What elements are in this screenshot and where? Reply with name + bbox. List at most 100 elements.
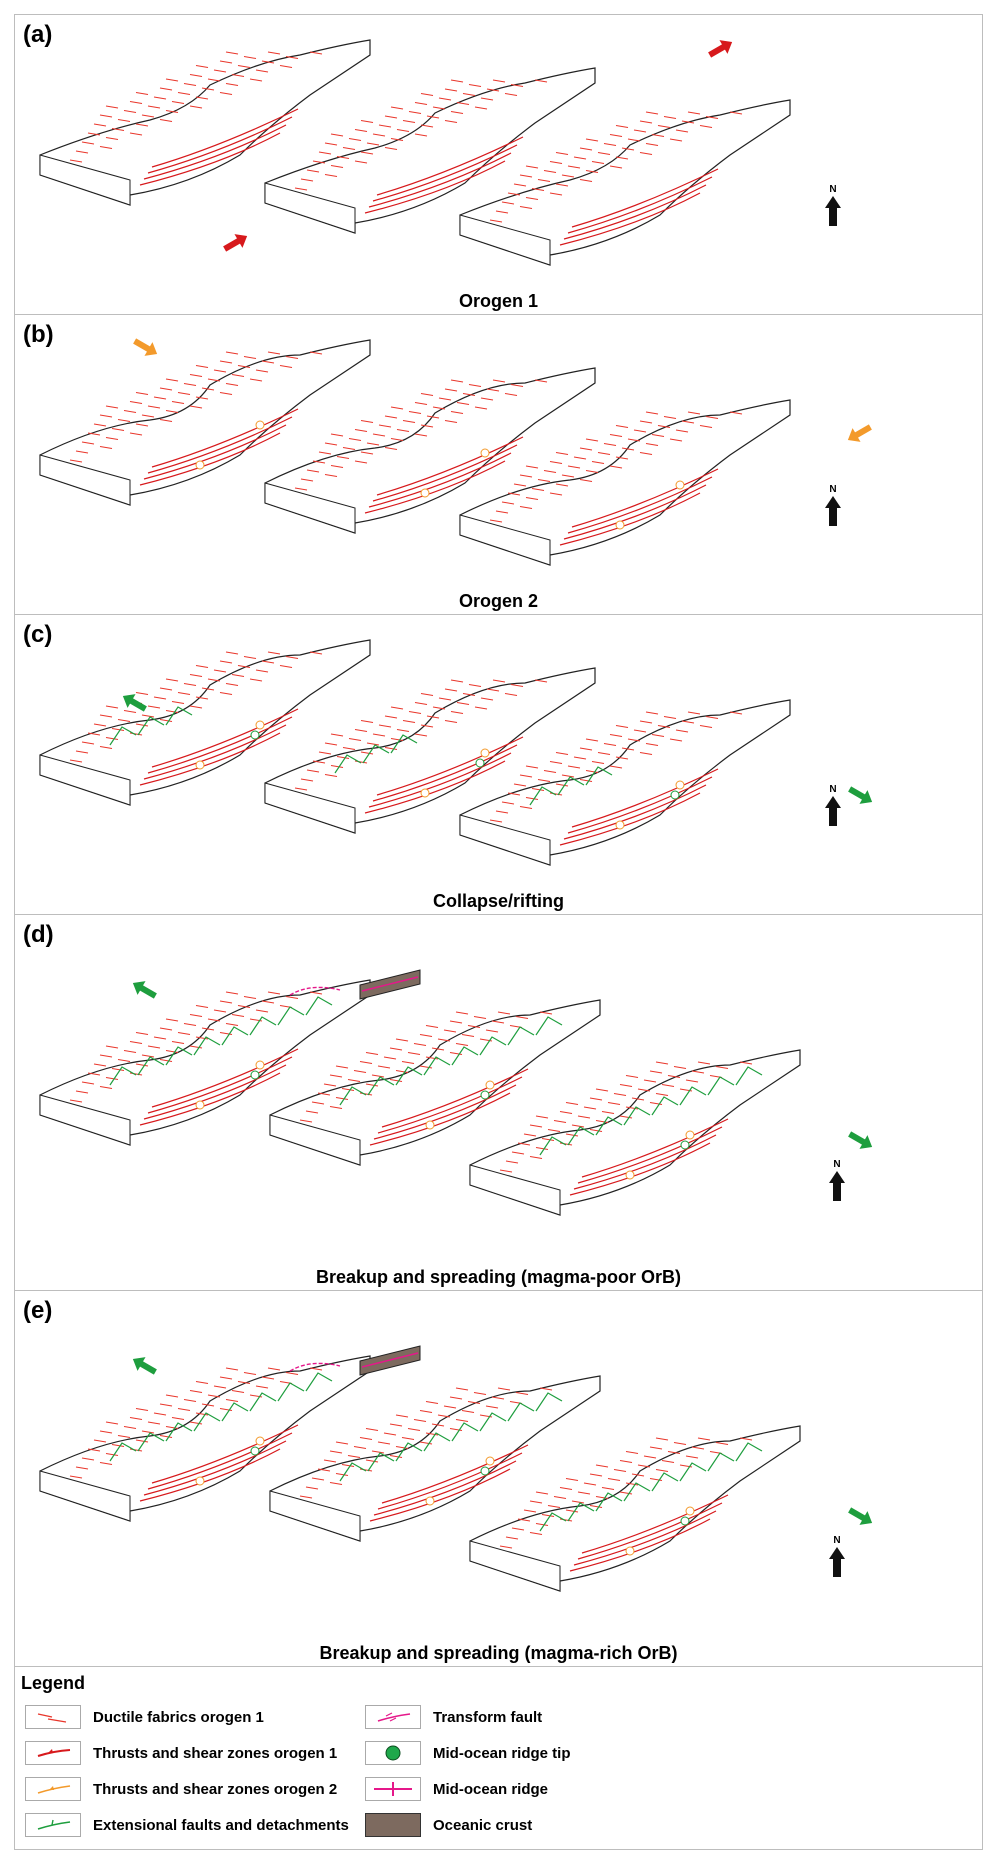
fabric-dash: [439, 98, 451, 100]
fabric-dash: [355, 730, 367, 732]
orogen2-marker: [421, 789, 429, 797]
fabric-dash: [379, 125, 391, 127]
fabric-dash: [574, 457, 586, 459]
fabric-dash: [190, 675, 202, 677]
fabric-dash: [664, 717, 676, 719]
fabric-dash: [538, 180, 550, 182]
fabric-dash: [469, 385, 481, 387]
orogen2-marker: [676, 781, 684, 789]
fabric-dash: [409, 112, 421, 114]
fabric-dash: [330, 1075, 342, 1077]
legend-item-ridge-tip: Mid-ocean ridge tip: [365, 1741, 571, 1765]
orogen2-marker: [426, 1121, 434, 1129]
fabric-dash: [688, 412, 700, 414]
fabric-dash: [390, 1424, 402, 1426]
fabric-dash: [592, 762, 604, 764]
ridge-marker: [681, 1141, 689, 1149]
fabric-dash: [640, 421, 652, 423]
orogen2-marker: [616, 521, 624, 529]
fabric-dash: [148, 1422, 160, 1424]
orogen2-marker: [196, 1101, 204, 1109]
fabric-dash: [634, 430, 646, 432]
fabric-dash: [536, 1492, 548, 1494]
fabric-dash: [664, 417, 676, 419]
orogen2-marker: [486, 1081, 494, 1089]
panel-d-title: Breakup and spreading (magma-poor OrB): [15, 1267, 982, 1288]
fabric-dash: [426, 1026, 438, 1028]
fabric-dash: [184, 1400, 196, 1402]
fabric-dash: [688, 712, 700, 714]
thrust-orogen1-icon: [25, 1741, 81, 1765]
fabric-dash: [544, 471, 556, 473]
north-arrow-icon: [829, 1171, 845, 1201]
fabric-dash: [190, 375, 202, 377]
fabric-dash: [385, 416, 397, 418]
fabric-dash: [650, 1447, 662, 1449]
fabric-dash: [524, 1134, 536, 1136]
fabric-dash: [100, 715, 112, 717]
fabric-dash: [355, 130, 367, 132]
fabric-dash: [360, 1438, 372, 1440]
fabric-dash: [148, 106, 160, 108]
fabric-dash: [130, 1418, 142, 1420]
fabric-dash: [450, 1021, 462, 1023]
fabric-dash: [100, 1431, 112, 1433]
fabric-dash: [336, 1442, 348, 1444]
fabric-dash: [196, 366, 208, 368]
fabric-dash: [520, 475, 532, 477]
fabric-dash: [106, 106, 118, 108]
panel-c-label: (c): [23, 621, 52, 649]
fabric-dash: [451, 80, 463, 82]
fabric-dash: [331, 734, 343, 736]
fabric-dash: [325, 143, 337, 145]
fabric-dash: [596, 1089, 608, 1091]
fabric-dash: [548, 1506, 560, 1508]
fabric-dash: [396, 1071, 408, 1073]
fabric-dash: [698, 1438, 710, 1440]
north-label: N: [833, 1159, 840, 1170]
fabric-dash: [355, 430, 367, 432]
ductile-fabric-icon: [25, 1705, 81, 1729]
fabric-dash: [602, 1488, 614, 1490]
panel-d: N (d) Breakup and spreading (magma-poor …: [15, 915, 982, 1291]
panel-c-diagram: N: [15, 615, 982, 915]
fabric-dash: [166, 711, 178, 713]
extensional-fault-icon: [25, 1813, 81, 1837]
fabric-dash: [646, 412, 658, 414]
fabric-dash: [409, 412, 421, 414]
mid-ocean-ridge-icon: [365, 1777, 421, 1801]
fabric-dash: [367, 143, 379, 145]
panel-d-diagram: N: [15, 915, 982, 1291]
fabric-dash: [530, 1125, 542, 1127]
fabric-dash: [574, 757, 586, 759]
panel-e-diagram: N: [15, 1291, 982, 1667]
north-arrow-icon: [825, 796, 841, 826]
fabric-dash: [214, 70, 226, 72]
orogen2-marker: [481, 749, 489, 757]
fabric-dash: [196, 666, 208, 668]
fabric-dash: [148, 706, 160, 708]
ridge-marker: [681, 1517, 689, 1525]
fabric-dash: [325, 743, 337, 745]
fabric-dash: [124, 411, 136, 413]
fabric-dash: [409, 712, 421, 714]
fabric-dash: [118, 1436, 130, 1438]
panel-b-label: (b): [23, 321, 54, 349]
fabric-dash: [166, 679, 178, 681]
fabric-dash: [610, 135, 622, 137]
fabric-dash: [106, 406, 118, 408]
fabric-dash: [474, 1393, 486, 1395]
legend-label-ridge-tip: Mid-ocean ridge tip: [433, 1745, 571, 1762]
fabric-dash: [498, 1388, 510, 1390]
panel-a: N (a) Orogen 1: [15, 15, 982, 315]
fabric-dash: [556, 453, 568, 455]
fabric-dash: [244, 57, 256, 59]
fabric-dash: [456, 1388, 468, 1390]
fabric-dash: [130, 402, 142, 404]
fabric-dash: [348, 1456, 360, 1458]
fabric-dash: [445, 89, 457, 91]
crustal-block: [470, 1426, 800, 1591]
fabric-dash: [598, 153, 610, 155]
fabric-dash: [136, 393, 148, 395]
fabric-dash: [184, 684, 196, 686]
